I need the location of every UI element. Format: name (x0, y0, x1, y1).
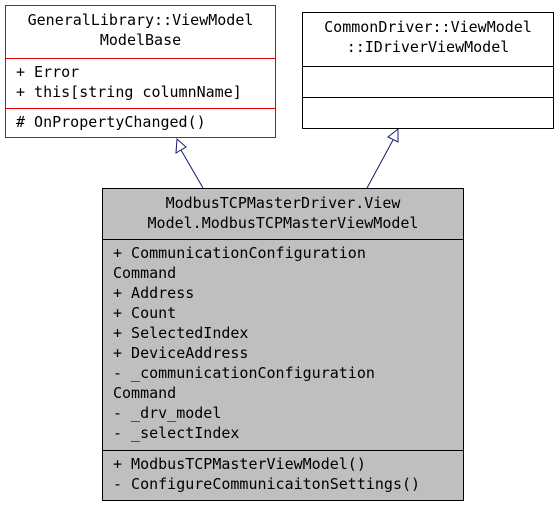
attribute: Command (113, 384, 177, 402)
operation: - ConfigureCommunicaitonSettings() (113, 475, 421, 493)
attribute: + Count (113, 304, 177, 322)
class-master-attributes: + CommunicationConfiguration Command + A… (103, 239, 463, 450)
class-title-line: GeneralLibrary::ViewModel (27, 11, 254, 29)
class-master-operations: + ModbusTCPMasterViewModel() - Configure… (103, 450, 463, 497)
class-model-base-attributes: + Error + this[string columnName] (6, 58, 275, 108)
class-model-base-operations: # OnPropertyChanged() (6, 108, 275, 135)
class-title-line: Model.ModbusTCPMasterViewModel (147, 214, 419, 232)
attribute: - _drv_model (113, 404, 222, 422)
class-driver-interface-operations (303, 97, 553, 128)
attribute: + SelectedIndex (113, 324, 249, 342)
class-title-line: ModbusTCPMasterDriver.View (165, 194, 401, 212)
generalization-arrowhead-base (175, 137, 187, 154)
attribute: + DeviceAddress (113, 344, 249, 362)
class-modbus-master-view-model[interactable]: ModbusTCPMasterDriver.View Model.ModbusT… (102, 188, 464, 501)
edge-master-to-interface (366, 139, 394, 189)
operation: # OnPropertyChanged() (16, 113, 206, 131)
attribute: - _selectIndex (113, 424, 240, 442)
attribute: + CommunicationConfiguration (113, 244, 366, 262)
class-model-base-title: GeneralLibrary::ViewModel ModelBase (6, 6, 275, 58)
class-title-line: CommonDriver::ViewModel (324, 18, 532, 36)
class-driver-interface-attributes (303, 66, 553, 97)
class-title-line: ModelBase (99, 31, 182, 49)
attribute: Command (113, 264, 177, 282)
class-model-base[interactable]: GeneralLibrary::ViewModel ModelBase + Er… (5, 5, 276, 138)
operation: + ModbusTCPMasterViewModel() (113, 455, 366, 473)
class-driver-interface-title: CommonDriver::ViewModel ::IDriverViewMod… (303, 13, 553, 66)
attribute: + this[string columnName] (16, 83, 242, 101)
edge-master-to-base (180, 149, 204, 189)
class-title-line: ::IDriverViewModel (346, 38, 510, 56)
class-driver-interface[interactable]: CommonDriver::ViewModel ::IDriverViewMod… (302, 12, 554, 129)
attribute: - _communicationConfiguration (113, 364, 375, 382)
attribute: + Error (16, 63, 80, 81)
generalization-arrowhead-interface (387, 127, 399, 143)
class-master-title: ModbusTCPMasterDriver.View Model.ModbusT… (103, 189, 463, 239)
attribute: + Address (113, 284, 195, 302)
